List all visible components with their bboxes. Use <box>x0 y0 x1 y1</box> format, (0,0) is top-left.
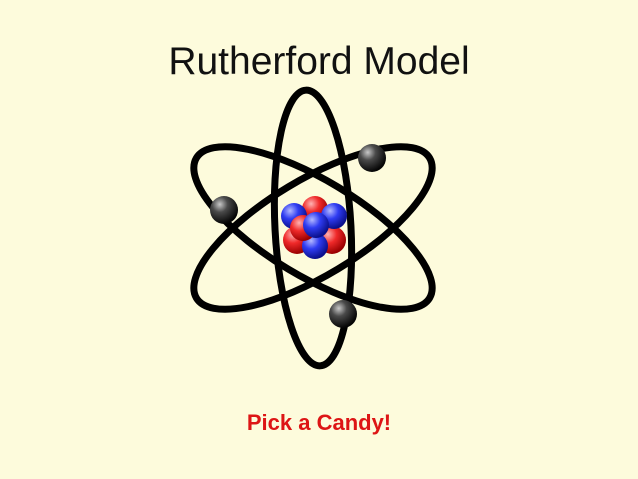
orbit-group <box>190 86 436 370</box>
electrons <box>210 144 386 328</box>
slide-title: Rutherford Model <box>168 40 470 83</box>
neutron <box>303 212 329 238</box>
nucleus <box>281 196 347 259</box>
electron <box>358 144 386 172</box>
orbit-vertical <box>270 86 356 370</box>
electron <box>210 196 238 224</box>
slide-caption: Pick a Candy! <box>246 410 392 435</box>
orbit-left-tilt <box>190 143 436 313</box>
electron <box>329 300 357 328</box>
orbit-right-tilt <box>190 143 436 313</box>
